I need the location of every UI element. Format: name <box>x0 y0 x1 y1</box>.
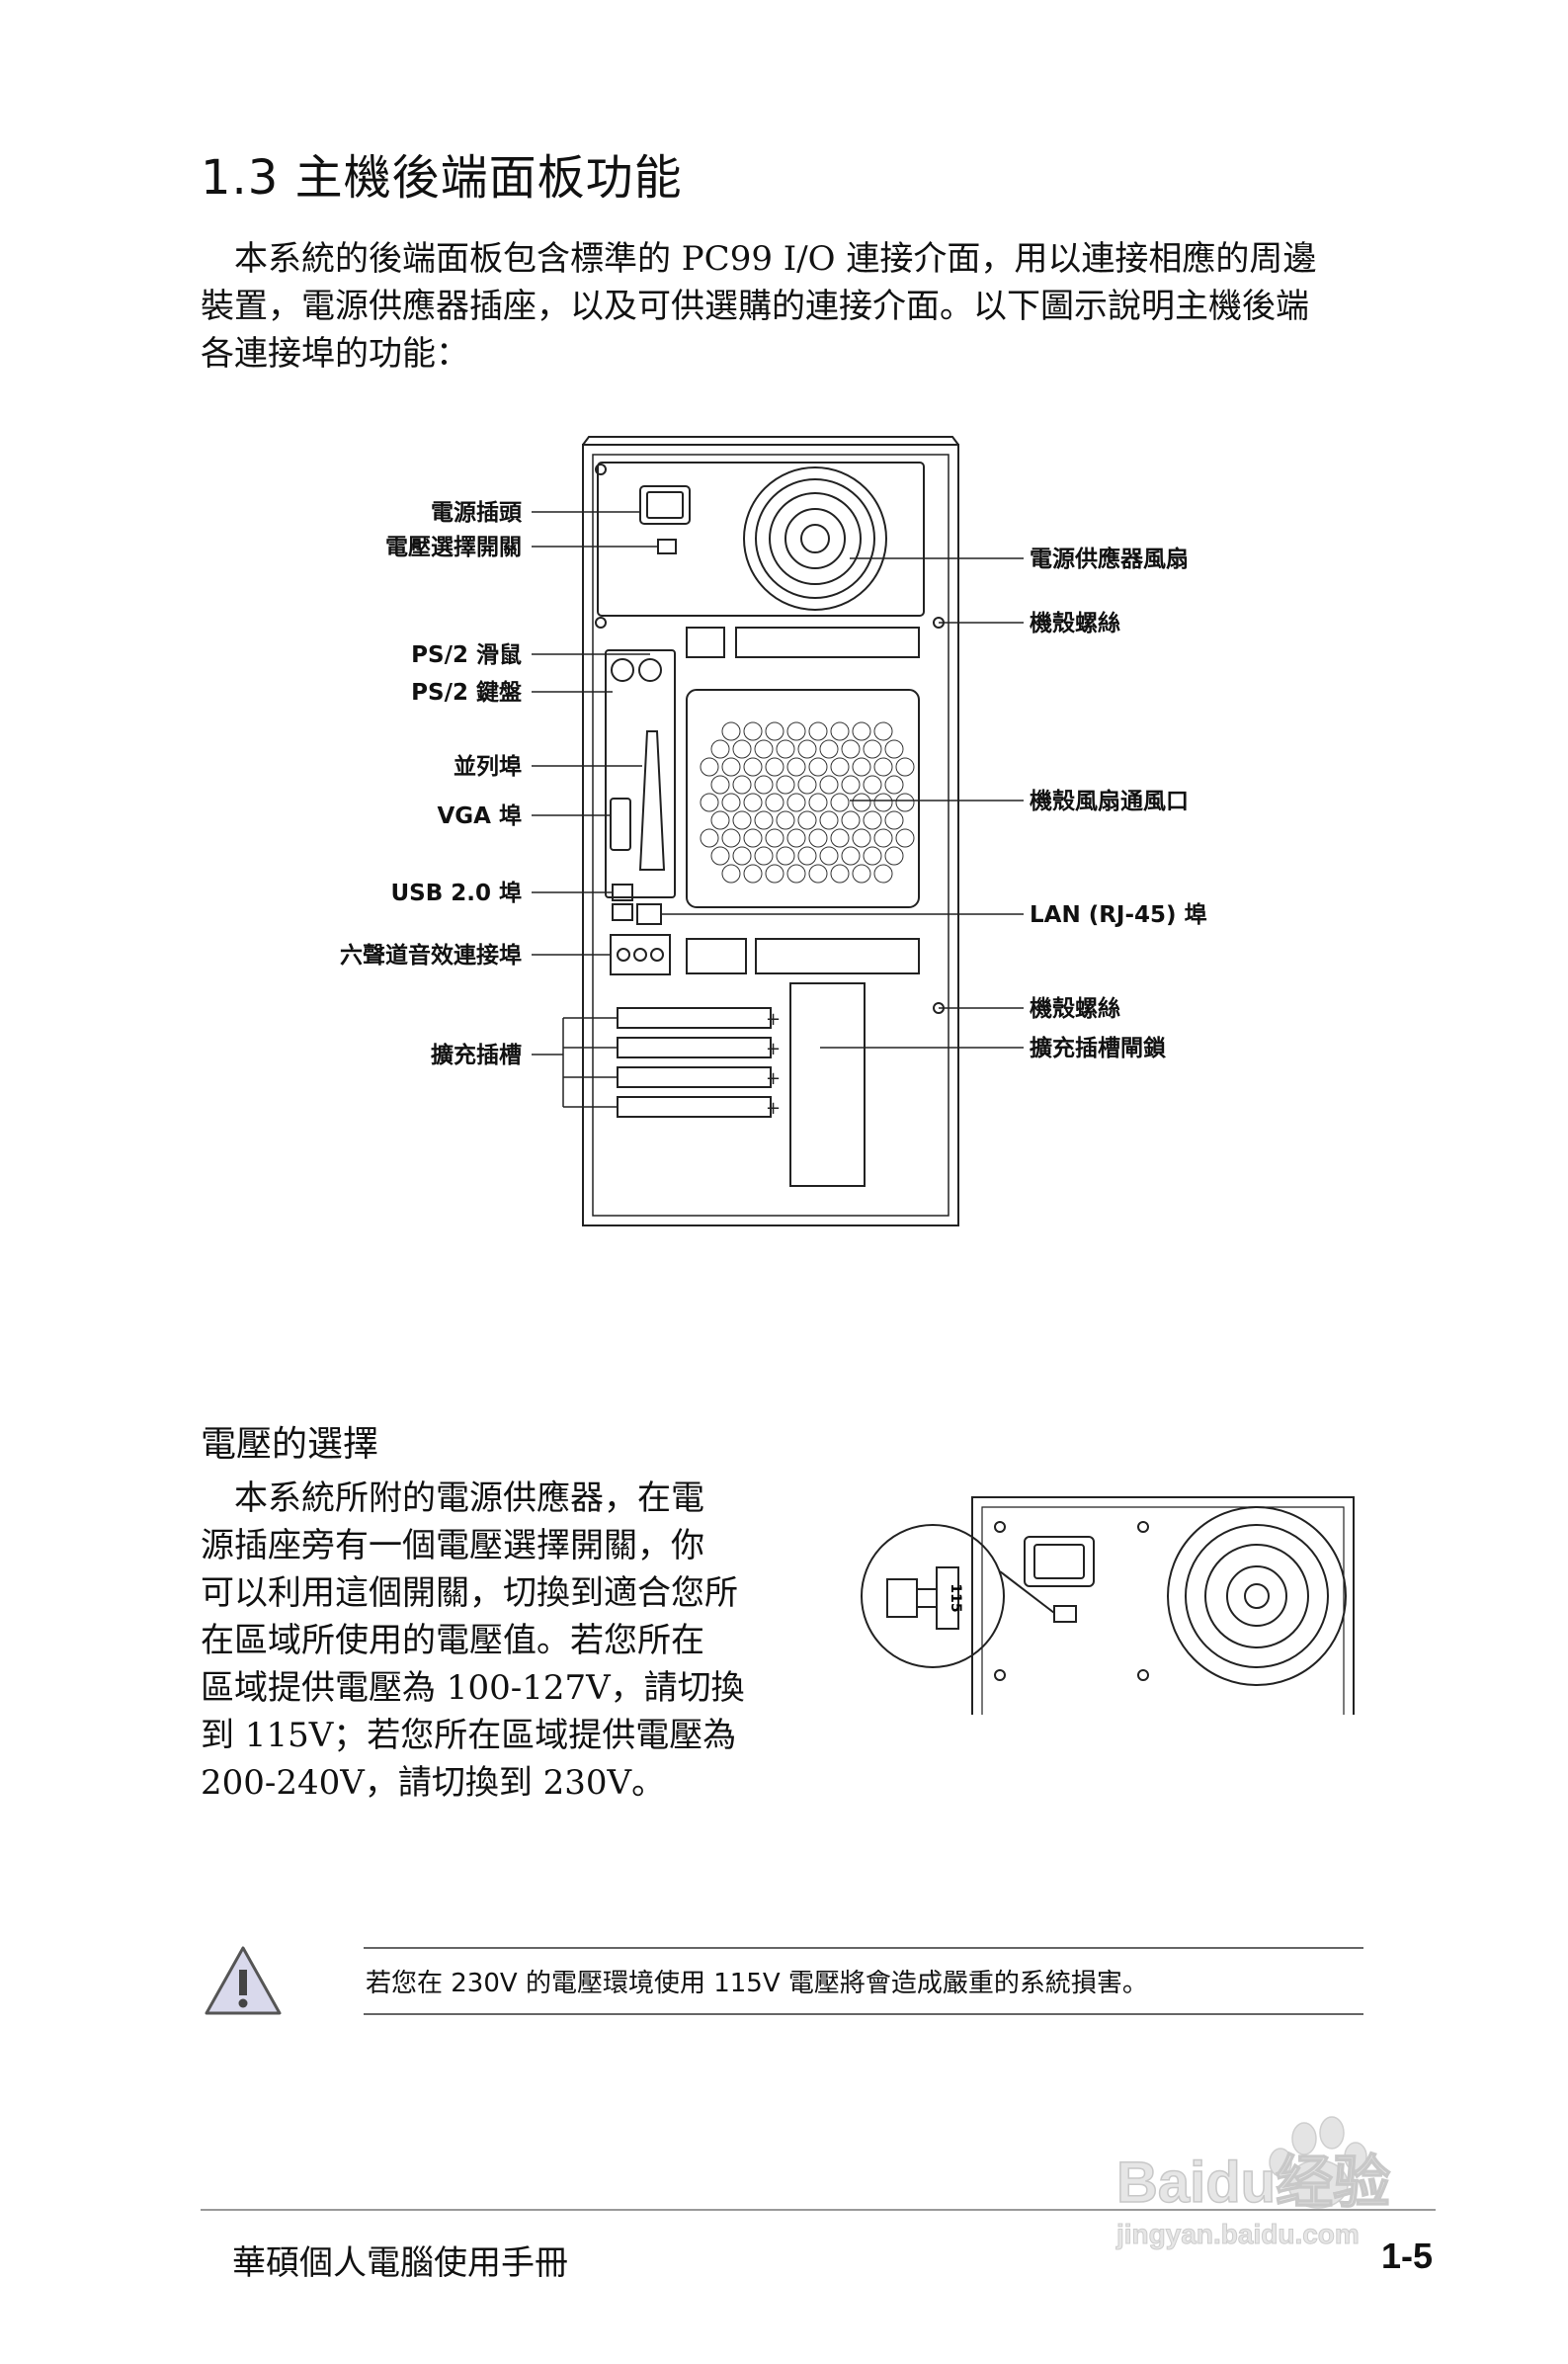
baidu-watermark: Baidu经验 jingyan.baidu.com <box>1115 2116 1391 2250</box>
voltage-switch-diagram: 115 <box>861 1496 1355 1715</box>
label-power-socket: 電源插頭 <box>431 500 523 526</box>
expansion-slot <box>617 1066 772 1088</box>
label-vga-port: VGA 埠 <box>438 802 523 829</box>
label-slot-lock: 擴充插槽閘鎖 <box>1030 1035 1167 1061</box>
psu-area <box>597 462 925 617</box>
warning-divider <box>364 2013 1363 2015</box>
psu-fan-icon <box>743 466 887 611</box>
label-usb-port: USB 2.0 埠 <box>390 880 522 906</box>
switch-value: 115 <box>948 1583 963 1612</box>
plus-icon: + <box>766 1009 781 1030</box>
voltage-line: 在區域所使用的電壓值。若您所在 <box>201 1621 704 1660</box>
label-parallel-port: 並列埠 <box>454 753 522 780</box>
ps2-keyboard-icon <box>611 658 634 682</box>
voltage-line: 區域提供電壓為 100-127V，請切換 <box>201 1668 745 1708</box>
label-ps2-keyboard: PS/2 鍵盤 <box>411 679 523 706</box>
psu-outline <box>971 1496 1355 1715</box>
expansion-slot <box>617 1007 772 1029</box>
footer-title: 華碩個人電腦使用手冊 <box>232 2243 568 2283</box>
chassis-outline <box>582 444 959 1226</box>
page-number: 1-5 <box>1381 2236 1434 2276</box>
warning-text: 若您在 230V 的電壓環境使用 115V 電壓將會造成嚴重的系統損害。 <box>366 1969 1148 1998</box>
expansion-slot <box>617 1096 772 1118</box>
voltage-switch-icon <box>1053 1605 1077 1623</box>
intro-line: 裝置，電源供應器插座，以及可供選購的連接介面。以下圖示說明主機後端 <box>201 287 1309 326</box>
slot-lock-icon <box>789 982 866 1187</box>
audio-ports-icon <box>610 934 671 975</box>
label-ps2-mouse: PS/2 滑鼠 <box>411 642 522 668</box>
footer-divider <box>201 2209 1436 2211</box>
intro-line: 本系統的後端面板包含標準的 PC99 I/O 連接介面，用以連接相應的周邊 <box>234 239 1317 279</box>
plus-icon: + <box>766 1068 781 1089</box>
voltage-line: 200-240V，請切換到 230V。 <box>201 1763 666 1803</box>
voltage-line: 源插座旁有一個電壓選擇開關，你 <box>201 1526 704 1565</box>
watermark-url: jingyan.baidu.com <box>1115 2219 1360 2249</box>
lan-port-icon <box>636 903 662 925</box>
intro-line: 各連接埠的功能： <box>201 334 469 374</box>
plus-icon: + <box>766 1098 781 1119</box>
label-chassis-screw-bottom: 機殼螺絲 <box>1030 995 1120 1022</box>
watermark-brand: Baidu经验 <box>1116 2151 1390 2215</box>
io-shield <box>605 649 676 898</box>
voltage-switch-icon <box>657 539 677 554</box>
voltage-heading: 電壓的選擇 <box>201 1424 379 1465</box>
label-expansion-slots: 擴充插槽 <box>431 1042 522 1068</box>
voltage-paragraph: 本系統所附的電源供應器，在電 源插座旁有一個電壓選擇開關，你 可以利用這個開關，… <box>201 1475 745 1807</box>
chassis-vent <box>686 689 920 908</box>
label-psu-fan: 電源供應器風扇 <box>1030 546 1189 572</box>
label-voltage-switch: 電壓選擇開關 <box>385 535 522 560</box>
plus-icon: + <box>766 1039 781 1059</box>
section-title: 1.3 主機後端面板功能 <box>201 150 683 206</box>
label-chassis-vent: 機殼風扇通風口 <box>1030 788 1189 814</box>
power-socket-icon <box>1024 1536 1095 1587</box>
ps2-mouse-icon <box>638 658 662 682</box>
switch-callout <box>861 1524 1005 1668</box>
voltage-line: 本系統所附的電源供應器，在電 <box>234 1478 704 1518</box>
label-lan-port: LAN (RJ-45) 埠 <box>1030 901 1207 928</box>
label-audio-ports: 六聲道音效連接埠 <box>340 942 522 969</box>
parallel-port-icon <box>638 730 666 871</box>
rear-panel-diagram: + + + + 電源插頭 電壓選擇開關 PS/2 滑鼠 PS/2 鍵盤 並列埠 … <box>340 436 1207 1226</box>
warning-divider <box>364 1947 1363 1949</box>
voltage-line: 到 115V；若您所在區域提供電壓為 <box>201 1716 737 1755</box>
voltage-line: 可以利用這個開關，切換到適合您所 <box>201 1573 738 1613</box>
intro-paragraph: 本系統的後端面板包含標準的 PC99 I/O 連接介面，用以連接相應的周邊 裝置… <box>201 235 1316 378</box>
expansion-slot <box>617 1037 772 1058</box>
power-socket-icon <box>639 485 691 525</box>
psu-fan-icon <box>1167 1506 1347 1686</box>
vga-port-icon <box>610 798 631 851</box>
warning-icon <box>205 1946 282 2015</box>
label-chassis-screw-top: 機殼螺絲 <box>1030 610 1120 636</box>
